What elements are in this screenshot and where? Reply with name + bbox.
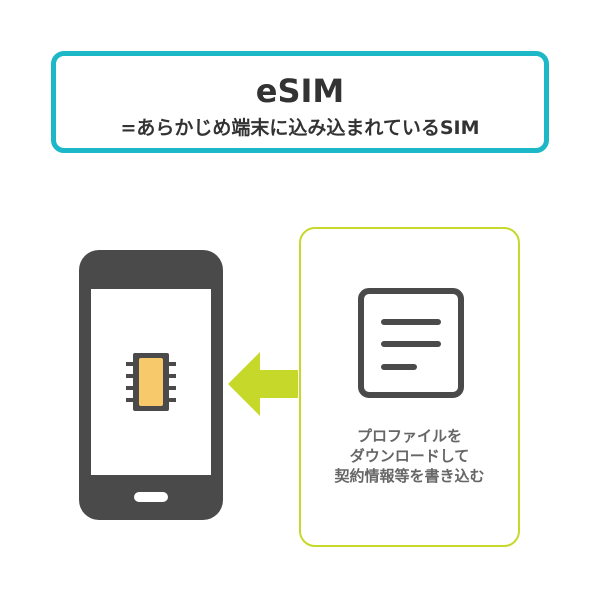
home-button — [134, 492, 168, 502]
profile-caption: プロファイルを ダウンロードして 契約情報等を書き込む — [301, 426, 518, 486]
profile-caption-line: 契約情報等を書き込む — [334, 467, 485, 485]
smartphone-icon — [79, 250, 223, 520]
profile-caption-line: プロファイルを — [356, 427, 462, 445]
sim-chip-icon — [126, 353, 176, 411]
title-heading: eSIM — [255, 72, 345, 110]
profile-caption-line: ダウンロードして — [349, 447, 470, 465]
profile-box: プロファイルを ダウンロードして 契約情報等を書き込む — [299, 227, 520, 547]
title-box: eSIM =あらかじめ端末に込み込まれているSIM — [51, 51, 549, 153]
phone-screen — [91, 289, 211, 475]
arrow-left-icon — [228, 352, 298, 416]
title-subtitle: =あらかじめ端末に込み込まれているSIM — [120, 117, 480, 139]
document-icon — [358, 288, 464, 398]
